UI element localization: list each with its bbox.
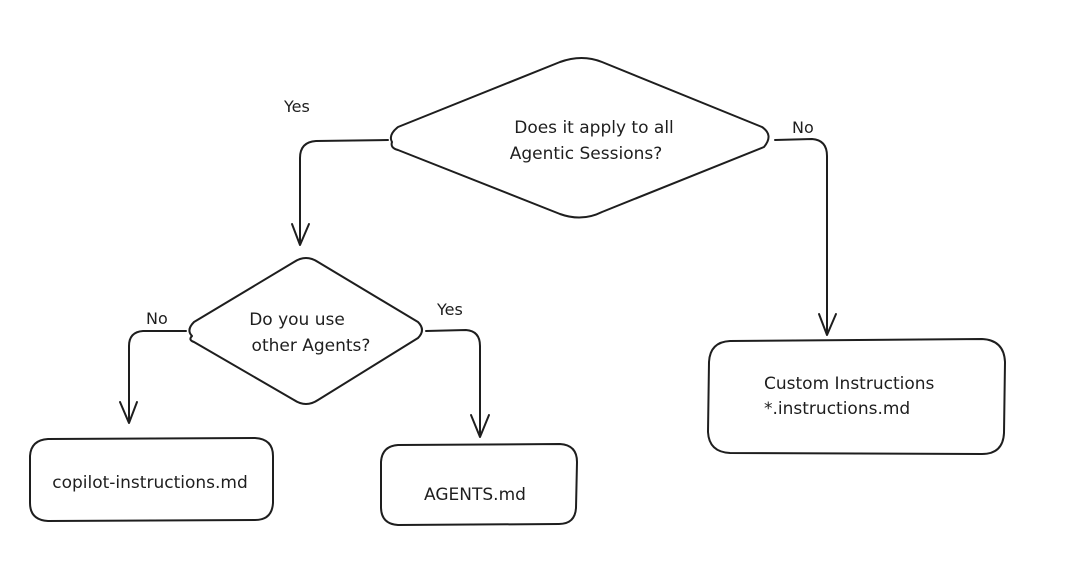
box-custom-instructions-border — [707, 338, 1006, 455]
edge-q1-yes: Yes — [283, 97, 389, 246]
decision-1-text-line2: Agentic Sessions? — [510, 144, 663, 164]
edge-q1-no-arrowhead — [818, 313, 837, 336]
box-custom-instructions: Custom Instructions *.instructions.md — [707, 338, 1006, 455]
edge-q2-yes-line — [425, 329, 481, 437]
edge-q2-no-line — [128, 330, 187, 423]
box-copilot-instructions-border — [29, 437, 274, 522]
box-custom-instructions-line1: Custom Instructions — [764, 374, 935, 394]
edge-q2-yes: Yes — [425, 300, 490, 438]
box-agents-md-text: AGENTS.md — [424, 485, 526, 505]
edge-q2-no-arrowhead — [119, 401, 138, 424]
edge-q1-no: No — [774, 118, 837, 336]
edge-q2-no: No — [119, 309, 187, 424]
edge-q1-no-label: No — [792, 118, 814, 137]
decision-2-text-line2: other Agents? — [252, 336, 371, 356]
box-custom-instructions-line2: *.instructions.md — [764, 399, 910, 419]
decision-2-text-line1: Do you use — [249, 310, 345, 330]
edge-q1-no-line — [774, 138, 828, 335]
decision-1-text-line1: Does it apply to all — [514, 118, 674, 138]
box-copilot-instructions: copilot-instructions.md — [29, 437, 274, 522]
edge-q1-yes-arrowhead — [291, 223, 310, 246]
decision-diamond-2 — [188, 257, 423, 405]
edge-q1-yes-line — [299, 139, 389, 245]
decision-applies-to-all-sessions: Does it apply to all Agentic Sessions? — [389, 57, 770, 219]
edge-q2-yes-arrowhead — [470, 414, 490, 438]
box-agents-md: AGENTS.md — [380, 443, 578, 526]
decision-other-agents: Do you use other Agents? — [188, 257, 423, 405]
edge-q2-yes-label: Yes — [436, 300, 463, 319]
decision-diamond-1 — [389, 57, 770, 219]
box-copilot-instructions-text: copilot-instructions.md — [52, 473, 248, 493]
edge-q2-no-label: No — [146, 309, 168, 328]
box-agents-md-border — [380, 443, 578, 526]
edge-q1-yes-label: Yes — [283, 97, 310, 116]
